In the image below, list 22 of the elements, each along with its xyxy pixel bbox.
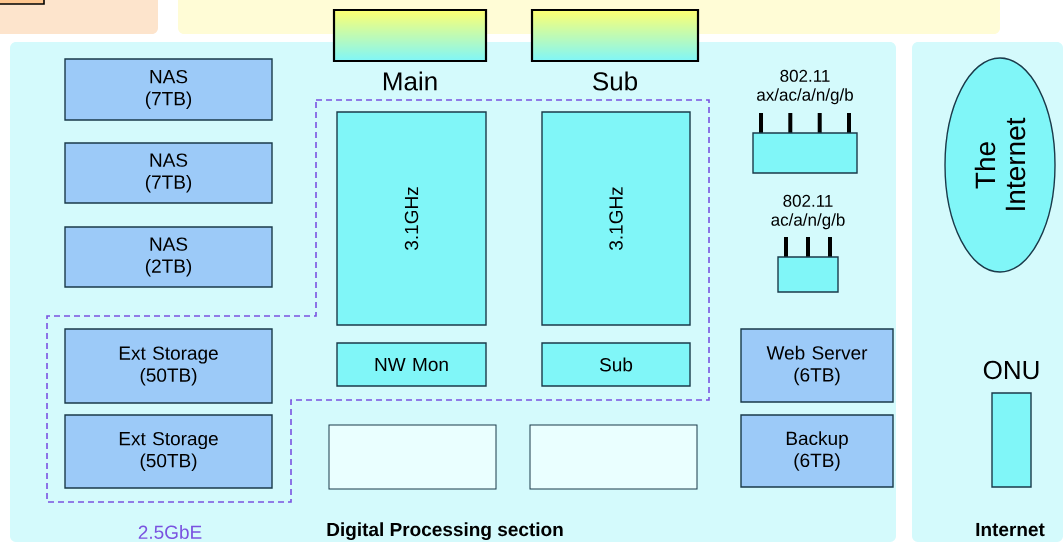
column-label: Main bbox=[383, 71, 437, 91]
device-box: NW Mon bbox=[336, 342, 487, 387]
device-box: Ext Storage (50TB) bbox=[64, 414, 273, 489]
node-label: 2.5GbE bbox=[138, 525, 202, 539]
node-label: 802.11 ac/a/n/g/b bbox=[771, 194, 845, 230]
device-box: Ext Storage (50TB) bbox=[64, 328, 273, 404]
printer-box bbox=[328, 424, 497, 490]
node-label: 802.11 ax/ac/a/n/g/b bbox=[757, 69, 853, 105]
device-box: NAS (2TB) bbox=[64, 226, 273, 288]
device-box: Backup (6TB) bbox=[740, 414, 894, 488]
device-box: Web Server (6TB) bbox=[740, 328, 894, 403]
node-label: ONU bbox=[983, 360, 1039, 380]
printer-box bbox=[529, 424, 698, 490]
device-box: Sub bbox=[541, 342, 691, 387]
wifi-router: 802.11 ax/ac/a/n/g/b bbox=[752, 69, 858, 174]
device-box: NAS (7TB) bbox=[64, 142, 273, 204]
onu-device: ONU bbox=[983, 360, 1039, 488]
wifi-router: 802.11 ac/a/n/g/b bbox=[771, 194, 845, 293]
column-label: Sub bbox=[593, 71, 638, 91]
pc-box: 3.1GHz bbox=[541, 111, 691, 326]
pc-box: 3.1GHz bbox=[336, 111, 487, 326]
device-box: NAS (7TB) bbox=[64, 58, 273, 121]
